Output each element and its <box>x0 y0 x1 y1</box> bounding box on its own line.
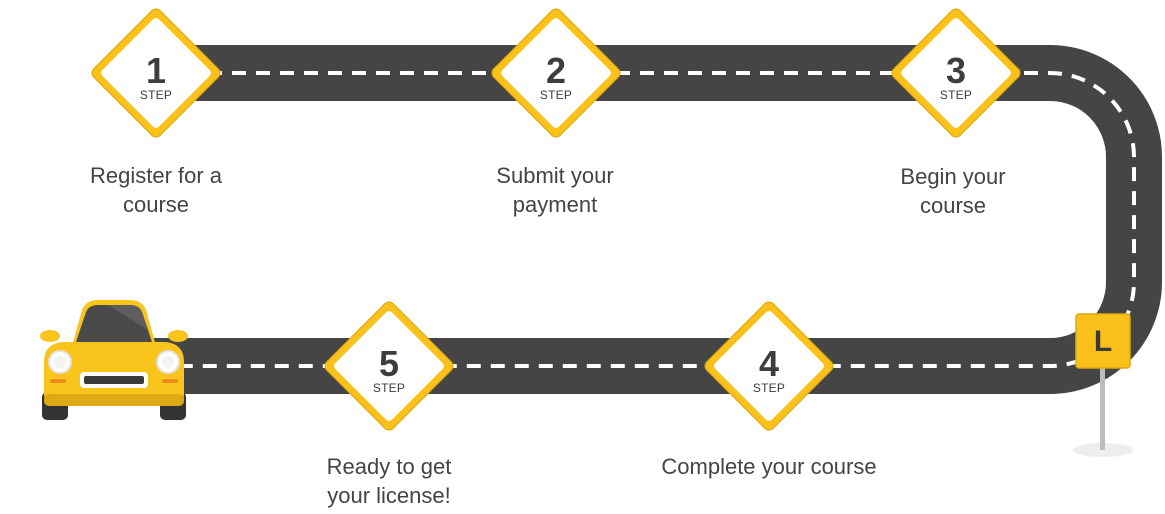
step-4-label: STEP <box>752 381 786 395</box>
car-icon <box>38 296 190 422</box>
step-4-number: 4 <box>758 343 780 384</box>
step-4-caption: Complete your course <box>661 454 877 479</box>
learner-sign: L <box>1068 308 1138 458</box>
step-3-number: 3 <box>945 50 967 91</box>
step-4-sign: 4 STEP <box>699 296 839 436</box>
step-5-label: STEP <box>372 381 406 395</box>
step-2-number: 2 <box>545 50 567 91</box>
learner-sign-icon <box>1073 313 1133 457</box>
step-5-sign: 5 STEP <box>319 296 459 436</box>
learner-sign-letter: L <box>1093 325 1113 358</box>
step-2-label: STEP <box>539 88 573 102</box>
step-2-sign: 2 STEP <box>486 3 626 143</box>
diamond-sign-icon <box>491 8 621 138</box>
step-1-number: 1 <box>145 50 167 91</box>
step-1-label: STEP <box>139 88 173 102</box>
diamond-sign-icon <box>704 301 834 431</box>
diamond-sign-icon <box>324 301 454 431</box>
step-5-caption: Ready to get your license! <box>326 454 452 508</box>
diamond-sign-icon <box>891 8 1021 138</box>
step-1-caption: Register for a course <box>89 163 223 217</box>
step-2-caption: Submit your payment <box>496 163 614 217</box>
step-3-sign: 3 STEP <box>886 3 1026 143</box>
step-3-caption: Begin your course <box>900 164 1006 218</box>
step-3-label: STEP <box>939 88 973 102</box>
diamond-sign-icon <box>91 8 221 138</box>
step-5-number: 5 <box>378 343 400 384</box>
road-lane-marking <box>80 71 1136 368</box>
step-1-sign: 1 STEP <box>86 3 226 143</box>
